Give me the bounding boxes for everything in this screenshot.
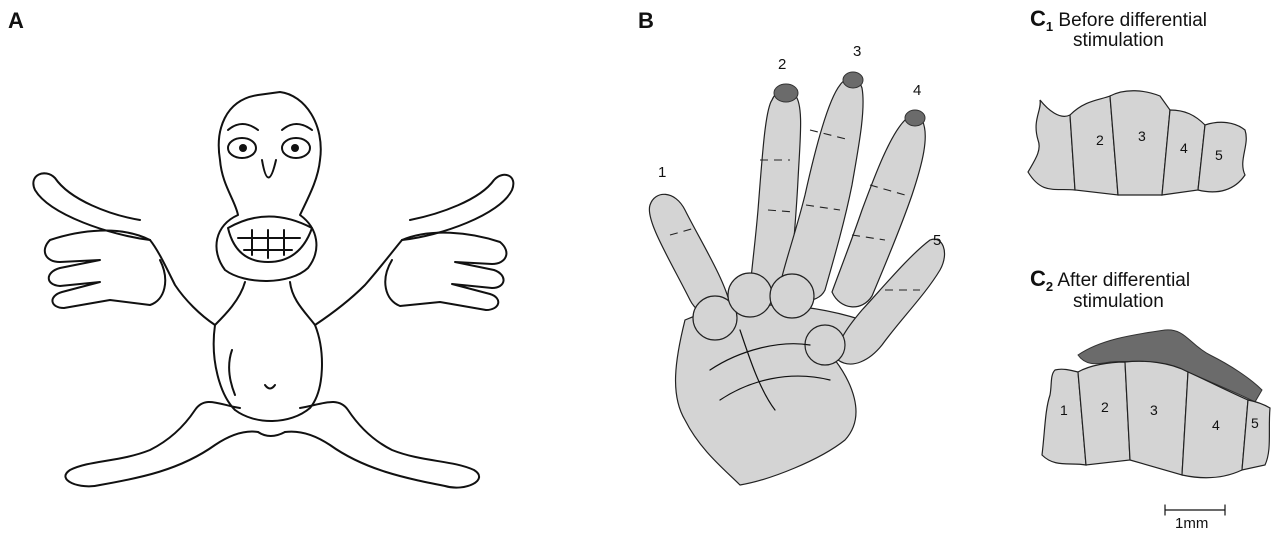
right-leg xyxy=(285,402,479,488)
sensory-homunculus-drawing xyxy=(0,0,560,536)
fingertip-2-stimulated xyxy=(774,84,798,102)
left-thumb xyxy=(33,173,150,240)
c1-label-2: 2 xyxy=(1096,132,1104,148)
panel-c2-subscript: 2 xyxy=(1046,279,1053,294)
panel-a: A xyxy=(0,0,560,536)
right-arm xyxy=(315,240,402,325)
scale-bar-label: 1mm xyxy=(1175,515,1208,532)
c1-label-5: 5 xyxy=(1215,147,1223,163)
left-arm xyxy=(150,240,215,325)
c2-label-2: 2 xyxy=(1101,399,1109,415)
pad-4 xyxy=(805,325,845,365)
monkey-hand-drawing xyxy=(600,0,1000,536)
left-hand xyxy=(45,231,165,308)
left-leg xyxy=(65,402,258,486)
finger-label-3: 3 xyxy=(853,43,861,60)
right-eyebrow xyxy=(282,124,312,130)
fingertip-3-stimulated xyxy=(843,72,863,88)
panel-c2-title-line1: After differential xyxy=(1057,270,1190,291)
finger-label-1: 1 xyxy=(658,164,666,181)
scale-bar xyxy=(1165,505,1225,515)
nose xyxy=(262,160,276,178)
fingertip-4-stimulated xyxy=(905,110,925,126)
right-hand xyxy=(385,233,506,310)
panel-c2-title-line2: stimulation xyxy=(1073,291,1164,312)
right-thumb xyxy=(402,175,513,240)
c2-label-5: 5 xyxy=(1251,415,1259,431)
right-pupil xyxy=(291,144,299,152)
pad-3 xyxy=(770,274,814,318)
panel-b: B 1 2 3 4 5 xyxy=(600,0,1000,536)
finger-label-5: 5 xyxy=(933,232,941,249)
finger-label-4: 4 xyxy=(913,82,921,99)
left-eyebrow xyxy=(228,124,258,130)
c1-region-edge xyxy=(1028,100,1075,190)
c2-label-4: 4 xyxy=(1212,417,1220,433)
c2-region-3 xyxy=(1125,361,1188,475)
mouth xyxy=(228,217,312,263)
c2-label-1: 1 xyxy=(1060,402,1068,418)
left-pupil xyxy=(239,144,247,152)
pad-2 xyxy=(728,273,772,317)
navel xyxy=(265,385,275,389)
finger-label-2: 2 xyxy=(778,56,786,73)
panel-c: C1 Before differential stimulation 2 3 4… xyxy=(1000,0,1282,536)
c2-label-3: 3 xyxy=(1150,402,1158,418)
c1-label-4: 4 xyxy=(1180,140,1188,156)
torso xyxy=(214,282,322,421)
c1-label-3: 3 xyxy=(1138,128,1146,144)
panel-c2-letter: C xyxy=(1030,266,1046,291)
